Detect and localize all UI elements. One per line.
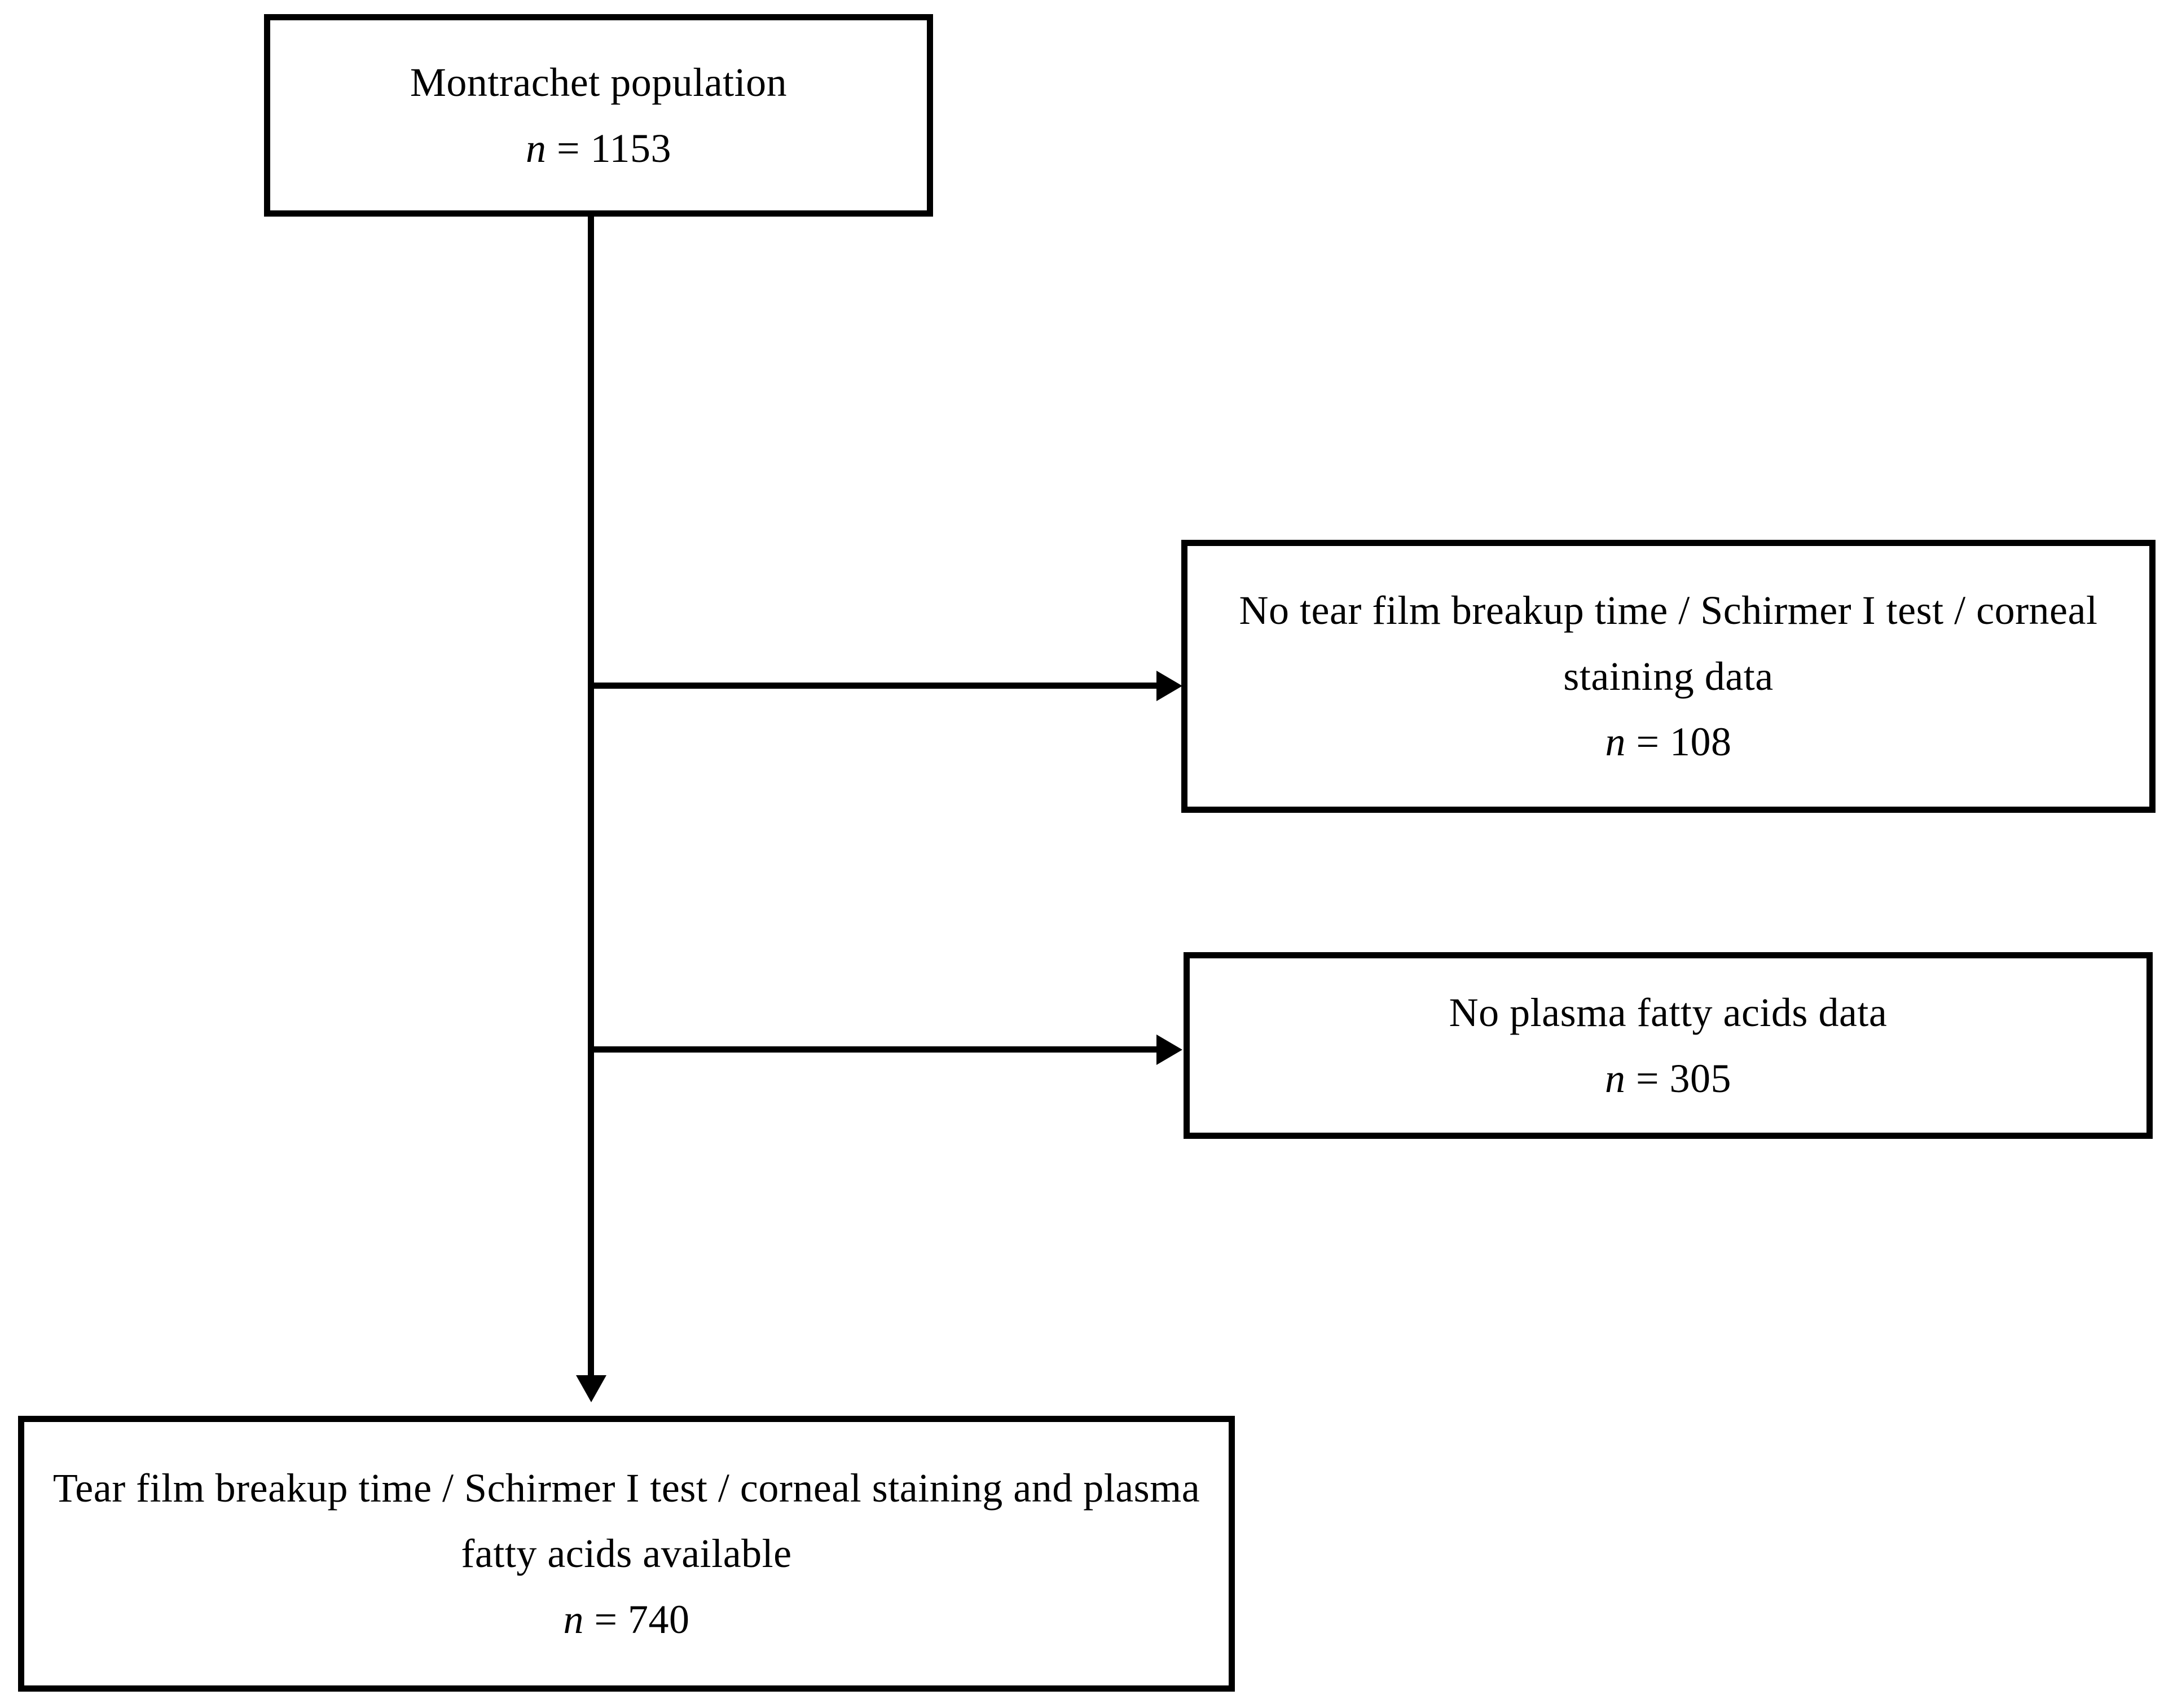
n-symbol: n	[563, 1596, 584, 1642]
node-exclusion-no-dry-eye-tests: No tear film breakup time / Schirmer I t…	[1181, 540, 2156, 813]
n-value: = 108	[1636, 719, 1732, 765]
included-sample-label: Tear film breakup time / Schirmer I test…	[52, 1465, 1200, 1577]
exclusion-2-label: No plasma fatty acids data	[1449, 989, 1888, 1035]
n-value: = 1153	[557, 125, 671, 171]
included-sample-count: n = 740	[24, 1587, 1229, 1653]
arrowhead-exclusion-1-icon	[1156, 671, 1182, 701]
source-population-label: Montrachet population	[410, 59, 788, 105]
n-symbol: n	[1604, 1055, 1626, 1101]
n-value: = 740	[594, 1596, 690, 1642]
connector-trunk-vertical	[588, 217, 594, 1375]
node-source-population: Montrachet population n = 1153	[264, 14, 933, 217]
exclusion-1-label: No tear film breakup time / Schirmer I t…	[1239, 588, 2098, 699]
connector-branch-exclusion-1	[591, 683, 1160, 689]
node-included-sample: Tear film breakup time / Schirmer I test…	[18, 1416, 1235, 1692]
exclusion-2-count: n = 305	[1190, 1046, 2146, 1112]
arrowhead-included-icon	[576, 1375, 606, 1402]
node-exclusion-no-fatty-acids: No plasma fatty acids data n = 305	[1184, 952, 2153, 1139]
connector-branch-exclusion-2	[591, 1046, 1160, 1053]
n-symbol: n	[526, 125, 547, 171]
source-population-count: n = 1153	[270, 116, 927, 182]
n-value: = 305	[1635, 1055, 1732, 1101]
n-symbol: n	[1605, 719, 1626, 765]
exclusion-1-count: n = 108	[1187, 709, 2149, 775]
arrowhead-exclusion-2-icon	[1156, 1035, 1182, 1065]
